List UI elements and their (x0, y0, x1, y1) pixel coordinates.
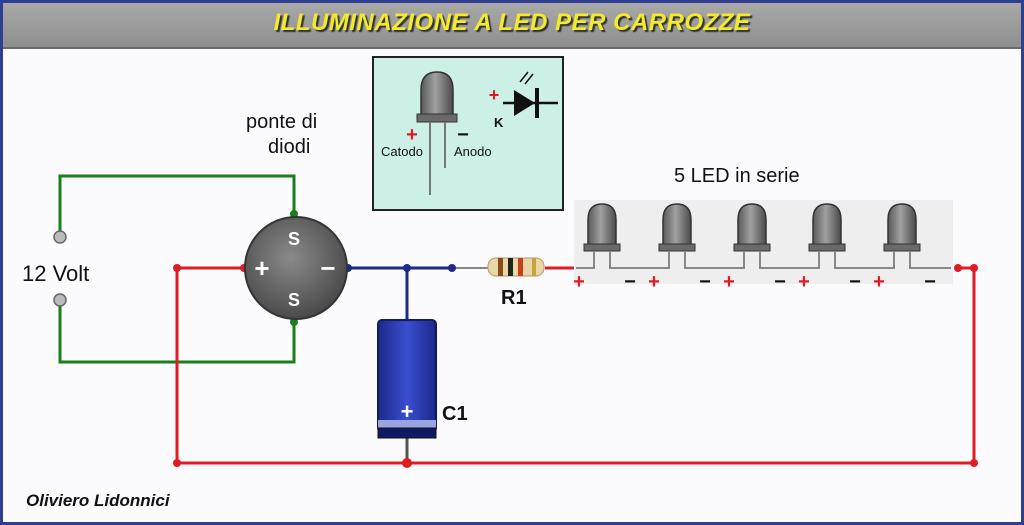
led (876, 203, 951, 269)
bridge-ac-bottom: S (288, 290, 300, 310)
led (801, 203, 876, 269)
bridge-minus: − (320, 253, 335, 283)
led-minus-mark: − (774, 271, 786, 293)
led (576, 203, 651, 269)
capacitor-plus: + (401, 399, 414, 424)
negative-wires (348, 266, 452, 322)
resistor (487, 257, 545, 277)
inset-anodo-minus: − (457, 124, 469, 146)
author-label: Oliviero Lidonnici (26, 491, 171, 510)
led (726, 203, 801, 269)
symbol-plus: + (489, 85, 500, 105)
led-minus-mark: − (849, 271, 861, 293)
capacitor-label: C1 (442, 403, 468, 425)
supply-label: 12 Volt (22, 261, 89, 286)
k-label: K (494, 115, 504, 130)
led-plus-mark: + (648, 271, 660, 293)
resistor-label: R1 (501, 287, 527, 309)
bridge-label-line2: diodi (268, 136, 310, 158)
led-symbol (503, 71, 558, 118)
led-plus-mark: + (573, 271, 585, 293)
led-minus-mark: − (624, 271, 636, 293)
diagram-title: ILLUMINAZIONE A LED PER CARROZZE (273, 9, 751, 36)
led-minus-mark: − (699, 271, 711, 293)
led-series: +−+−+−+−+− (573, 200, 953, 293)
led-minus-mark: − (924, 271, 936, 293)
title-bar: ILLUMINAZIONE A LED PER CARROZZE (3, 3, 1021, 49)
led-plus-mark: + (723, 271, 735, 293)
led-pinout-inset: + − Catodo Anodo + K (372, 56, 564, 211)
bridge-plus: + (254, 253, 269, 283)
inset-catodo-plus: + (406, 124, 418, 146)
led-plus-mark: + (873, 271, 885, 293)
catodo-label: Catodo (381, 144, 423, 159)
bridge-ac-top: S (288, 229, 300, 249)
led-plus-mark: + (798, 271, 810, 293)
bridge-label-line1: ponte di (246, 111, 317, 133)
anodo-label: Anodo (454, 144, 492, 159)
capacitor: + (377, 319, 437, 439)
led-series-label: 5 LED in serie (674, 165, 800, 187)
led (651, 203, 726, 269)
diode-bridge: S S + − (244, 216, 348, 320)
